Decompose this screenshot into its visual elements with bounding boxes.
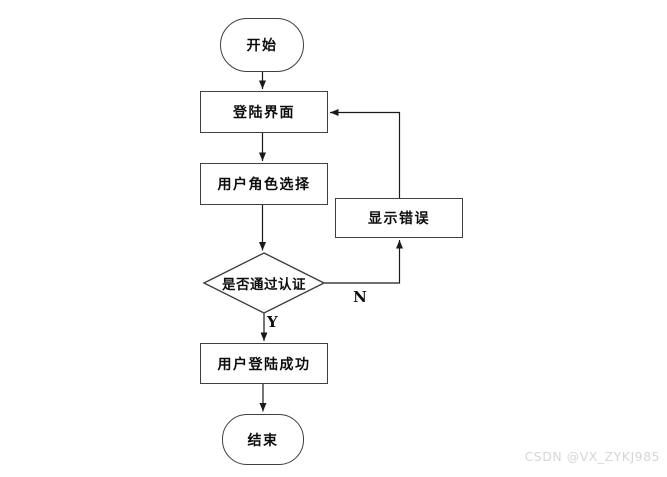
node-start-label: 开始 [246, 38, 278, 54]
decision-diamond-shape [202, 252, 326, 314]
edge-label-no: N [353, 288, 367, 306]
watermark: CSDN @VX_ZYKJ985 [524, 449, 660, 464]
node-decision-label: 是否通过认证 [222, 277, 306, 293]
node-role-select-label: 用户角色选择 [217, 177, 311, 193]
node-start: 开始 [220, 18, 304, 72]
node-login-label: 登陆界面 [233, 105, 295, 121]
node-error: 显示错误 [335, 198, 463, 238]
node-end: 结束 [222, 414, 304, 465]
node-error-label: 显示错误 [368, 211, 430, 227]
node-role-select: 用户角色选择 [200, 163, 328, 205]
node-success-label: 用户登陆成功 [217, 356, 311, 373]
node-success: 用户登陆成功 [200, 343, 328, 384]
edge-decision-no-to-error [324, 240, 403, 284]
edge-label-yes: Y [267, 313, 278, 331]
node-login: 登陆界面 [200, 91, 328, 133]
edge-error-to-login-feedback [330, 109, 401, 198]
node-end-label: 结束 [247, 432, 279, 449]
